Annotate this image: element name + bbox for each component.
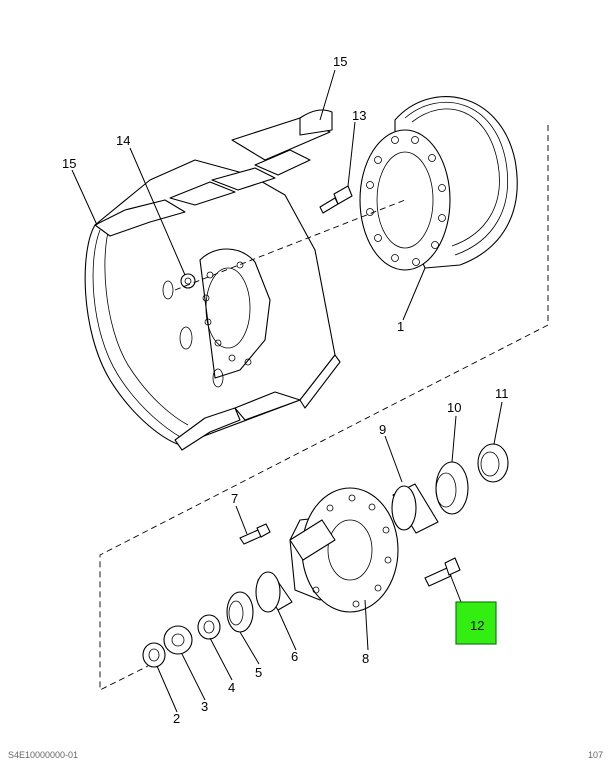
wheel-hub[interactable] (289, 487, 399, 613)
callout-1[interactable]: 1 (397, 319, 404, 334)
callout-14[interactable]: 14 (116, 133, 130, 148)
footer-page: 107 (588, 750, 603, 760)
brake-drum[interactable] (84, 109, 341, 451)
outer-seal[interactable] (477, 443, 509, 483)
footer: S4E10000000-01 107 (8, 750, 603, 760)
bearing-cup-inner[interactable] (255, 571, 293, 613)
callout-4[interactable]: 4 (228, 680, 235, 695)
lock-washer[interactable] (163, 625, 193, 655)
leader-lines (71, 69, 503, 713)
wheel-stud[interactable] (424, 557, 461, 587)
assembly-boundary (99, 125, 549, 691)
bearing-cup-outer[interactable] (391, 483, 439, 534)
callout-2[interactable]: 2 (173, 711, 180, 726)
callout-15-left[interactable]: 15 (62, 156, 76, 171)
callout-8[interactable]: 8 (362, 651, 369, 666)
brake-drum-ring[interactable] (359, 96, 518, 271)
footer-code: S4E10000000-01 (8, 750, 78, 760)
adjusting-nut[interactable] (197, 614, 221, 640)
bearing-cone-inner[interactable] (226, 591, 254, 633)
bearing-cone-outer[interactable] (435, 461, 469, 515)
callout-7[interactable]: 7 (231, 491, 238, 506)
callout-5[interactable]: 5 (255, 665, 262, 680)
callout-9[interactable]: 9 (379, 422, 386, 437)
hub-stud[interactable] (239, 523, 271, 545)
callout-10[interactable]: 10 (447, 400, 461, 415)
highlight-box (455, 601, 497, 645)
callout-13[interactable]: 13 (352, 108, 366, 123)
highlighted-callout-12[interactable]: 12 (455, 601, 497, 645)
callout-labels: 15 13 14 15 1 9 10 11 7 8 6 5 4 3 2 (62, 54, 509, 726)
jam-nut[interactable] (142, 642, 166, 668)
callout-15-top[interactable]: 15 (333, 54, 347, 69)
drum-bolt[interactable] (319, 185, 353, 214)
callout-3[interactable]: 3 (201, 699, 208, 714)
fixing-nut[interactable] (180, 273, 196, 289)
callout-12[interactable]: 12 (470, 618, 484, 633)
callout-6[interactable]: 6 (291, 649, 298, 664)
callout-11[interactable]: 11 (495, 386, 509, 401)
